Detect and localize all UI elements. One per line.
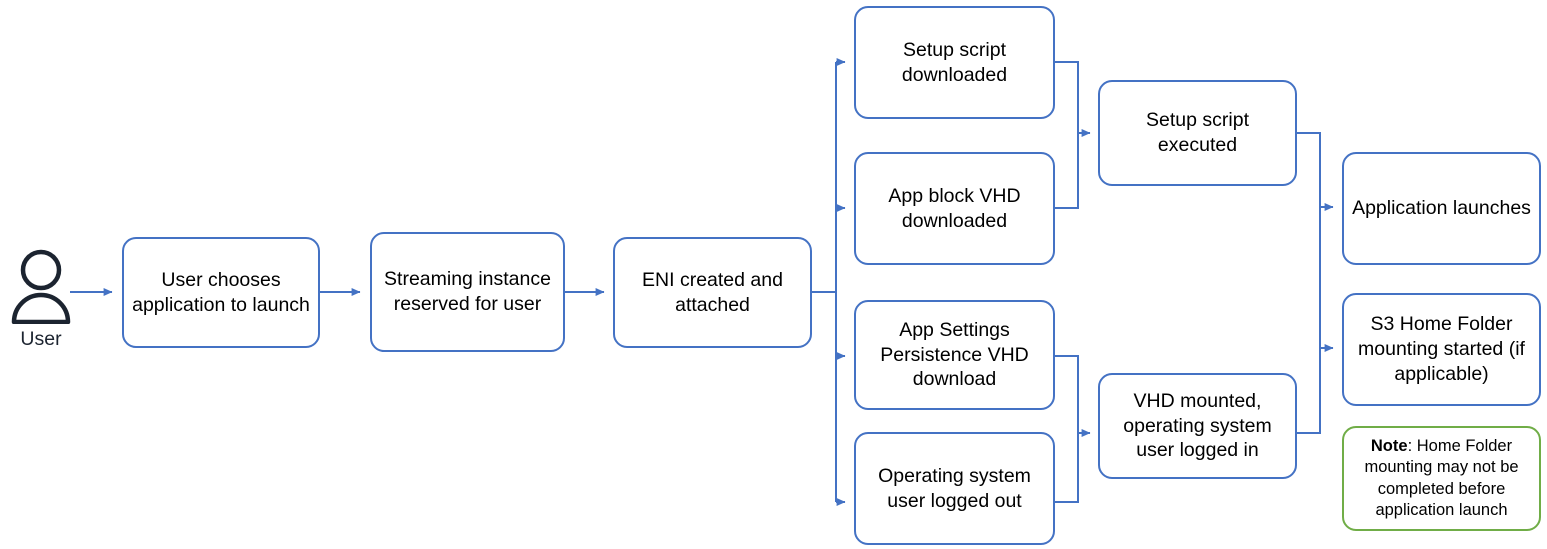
node-app-settings-persistence-vhd-download[interactable]: App Settings Persistence VHD download bbox=[854, 300, 1055, 410]
merge-top-pair bbox=[1055, 61, 1079, 209]
actor-user: User bbox=[6, 248, 76, 351]
note-text: Note: Home Folder mounting may not be co… bbox=[1354, 436, 1529, 522]
merge-bottom-pair bbox=[1055, 355, 1079, 503]
node-label: App Settings Persistence VHD download bbox=[880, 318, 1029, 391]
node-operating-system-user-logged-out[interactable]: Operating system user logged out bbox=[854, 432, 1055, 545]
note-home-folder: Note: Home Folder mounting may not be co… bbox=[1342, 426, 1541, 531]
node-application-launches[interactable]: Application launches bbox=[1342, 152, 1541, 265]
node-s3-home-folder-mounting[interactable]: S3 Home Folder mounting started (if appl… bbox=[1342, 293, 1541, 406]
note-separator: : bbox=[1407, 436, 1417, 455]
note-body: Home Folder mounting may not be complete… bbox=[1364, 436, 1519, 519]
node-label: Setup script executed bbox=[1146, 109, 1249, 156]
node-label: Application launches bbox=[1352, 197, 1531, 220]
node-eni-created-attached[interactable]: ENI created and attached bbox=[613, 237, 812, 348]
actor-user-label: User bbox=[20, 328, 62, 350]
node-setup-script-executed[interactable]: Setup script executed bbox=[1098, 80, 1297, 186]
note-prefix: Note bbox=[1370, 436, 1408, 455]
node-app-block-vhd-downloaded[interactable]: App block VHD downloaded bbox=[854, 152, 1055, 265]
node-label: Operating system user logged out bbox=[878, 464, 1031, 512]
node-label: User chooses application to launch bbox=[132, 268, 310, 316]
node-label: Streaming instance reserved for user bbox=[384, 268, 551, 315]
node-streaming-instance-reserved[interactable]: Streaming instance reserved for user bbox=[370, 232, 565, 352]
node-label: ENI created and attached bbox=[642, 268, 783, 316]
node-vhd-mounted-user-logged-in[interactable]: VHD mounted, operating system user logge… bbox=[1098, 373, 1297, 479]
edge-vhd-mounted-to-right-bus bbox=[1297, 348, 1321, 434]
node-setup-script-downloaded[interactable]: Setup script downloaded bbox=[854, 6, 1055, 119]
node-label: VHD mounted, operating system user logge… bbox=[1123, 389, 1272, 462]
node-label: App block VHD downloaded bbox=[888, 184, 1021, 232]
node-user-chooses-application[interactable]: User chooses application to launch bbox=[122, 237, 320, 348]
node-label: S3 Home Folder mounting started (if appl… bbox=[1358, 313, 1525, 385]
user-icon bbox=[11, 249, 71, 324]
edge-setup-executed-to-right-bus bbox=[1297, 132, 1321, 348]
node-label: Setup script downloaded bbox=[901, 38, 1008, 86]
